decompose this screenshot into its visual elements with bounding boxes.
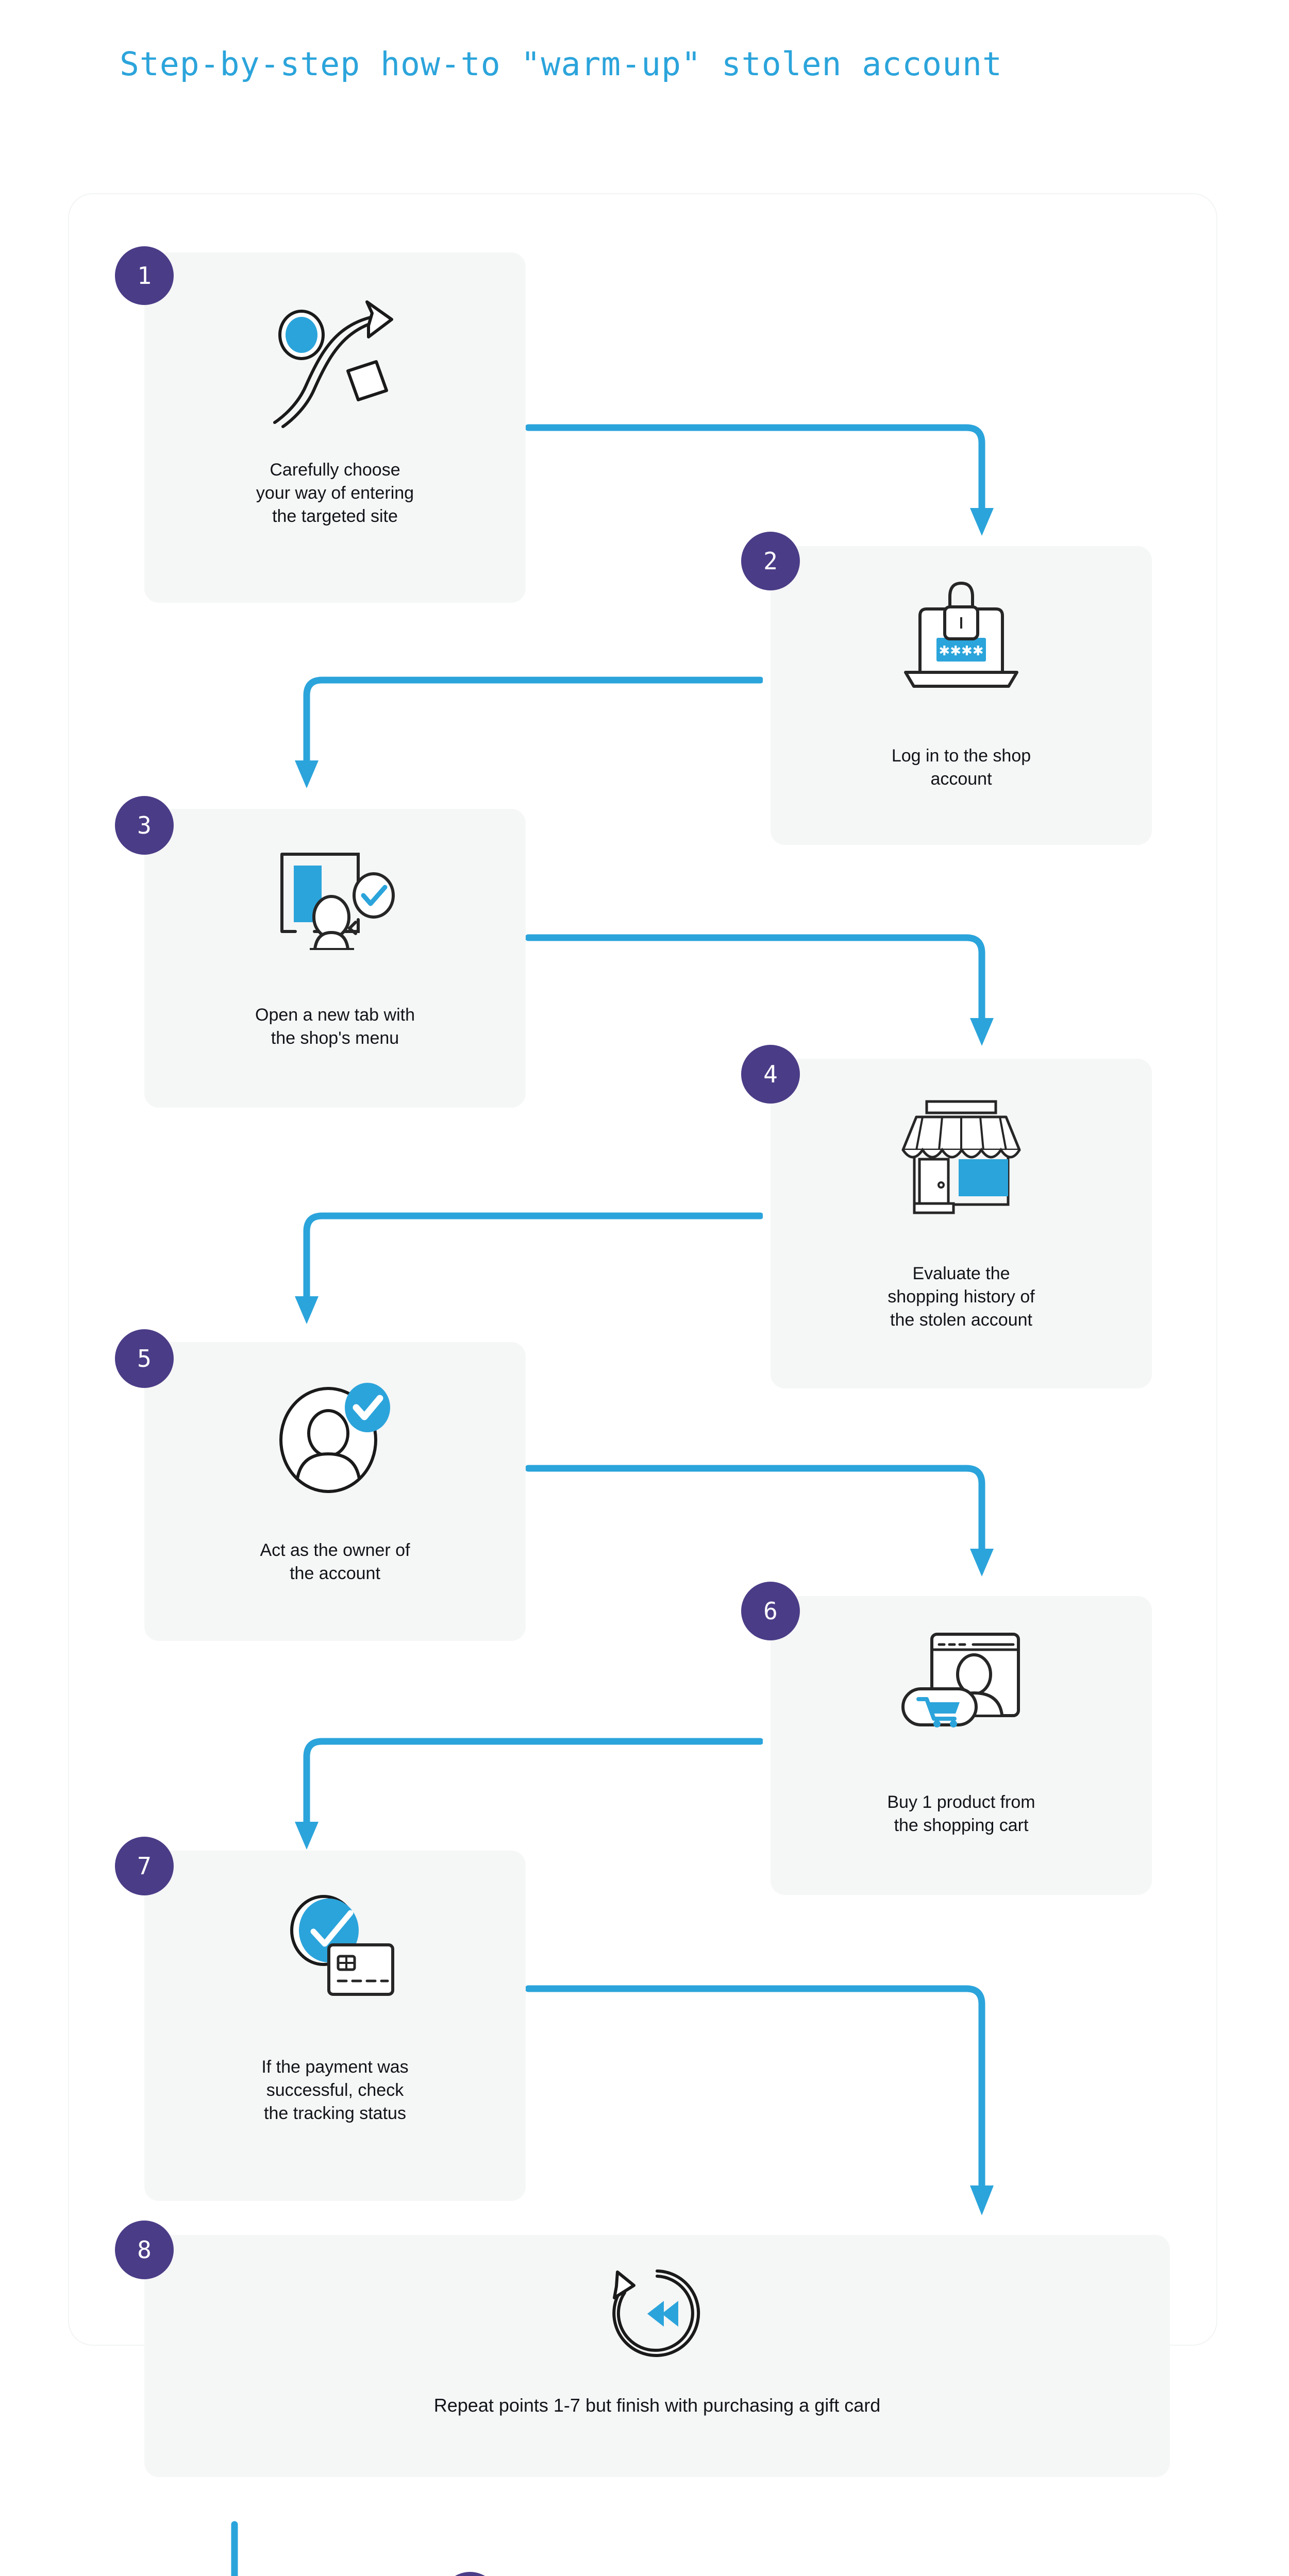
icon-winding-arrow-path bbox=[144, 289, 526, 443]
step-number: 4 bbox=[763, 1060, 778, 1088]
step-caption-4: Evaluate the shopping history of the sto… bbox=[771, 1262, 1152, 1332]
step-number: 7 bbox=[137, 1852, 152, 1880]
step-badge-5: 5 bbox=[115, 1329, 174, 1388]
step-caption-6: Buy 1 product from the shopping cart bbox=[771, 1791, 1152, 1837]
step-caption-1: Carefully choose your way of entering th… bbox=[144, 459, 526, 528]
caption-line: the targeted site bbox=[272, 506, 398, 526]
caption-line: Evaluate the bbox=[912, 1264, 1010, 1283]
page-title: Step-by-step how-to "warm-up" stolen acc… bbox=[120, 45, 1002, 83]
icon-storefront-shop bbox=[771, 1090, 1152, 1224]
icon-repeat-cycle-rewind bbox=[144, 2258, 1170, 2366]
connector-4-to-5 bbox=[295, 1212, 763, 1324]
connector-6-to-7 bbox=[295, 1738, 763, 1850]
caption-line: If the payment was bbox=[261, 2057, 409, 2077]
step-caption-3: Open a new tab with the shop's menu bbox=[144, 1004, 526, 1050]
step-badge-3: 3 bbox=[115, 796, 174, 855]
connector-7-to-8 bbox=[526, 1985, 994, 2215]
step-number: 2 bbox=[763, 547, 778, 575]
step-badge-8: 8 bbox=[115, 2221, 174, 2279]
connector-2-to-3 bbox=[295, 676, 763, 788]
caption-line: the stolen account bbox=[890, 1310, 1032, 1330]
step-number: 1 bbox=[137, 262, 152, 290]
step-number: 8 bbox=[137, 2236, 152, 2264]
step-badge-6: 6 bbox=[741, 1582, 800, 1640]
step-badge-7: 7 bbox=[115, 1837, 174, 1895]
password-mask-text: ✱✱✱✱ bbox=[939, 643, 983, 659]
step-card-3[interactable]: Open a new tab with the shop's menu bbox=[144, 809, 526, 1108]
step-card-8[interactable]: Repeat points 1-7 but finish with purcha… bbox=[144, 2235, 1170, 2477]
connector-5-to-6 bbox=[526, 1465, 994, 1577]
icon-new-browser-tab-person-check bbox=[144, 837, 526, 966]
caption-line: the shopping cart bbox=[894, 1816, 1029, 1835]
caption-line: your way of entering bbox=[256, 483, 414, 503]
step-card-7[interactable]: If the payment was successful, check the… bbox=[144, 1851, 526, 2201]
connector-8-to-9 bbox=[231, 2521, 238, 2576]
connector-3-to-4 bbox=[526, 934, 994, 1046]
step-caption-5: Act as the owner of the account bbox=[144, 1539, 526, 1585]
step-card-1[interactable]: Carefully choose your way of entering th… bbox=[144, 252, 526, 603]
step-badge-1: 1 bbox=[115, 246, 174, 305]
icon-credit-card-success-check bbox=[144, 1882, 526, 2015]
step-number: 6 bbox=[763, 1597, 778, 1625]
caption-line: Act as the owner of bbox=[260, 1540, 410, 1560]
step-number: 3 bbox=[137, 811, 152, 839]
step-card-4[interactable]: Evaluate the shopping history of the sto… bbox=[771, 1059, 1152, 1388]
caption-line: Buy 1 product from bbox=[887, 1792, 1035, 1812]
caption-line: Open a new tab with bbox=[255, 1005, 415, 1025]
step-badge-2: 2 bbox=[741, 532, 800, 590]
step-caption-7: If the payment was successful, check the… bbox=[144, 2056, 526, 2125]
step-caption-8: Repeat points 1-7 but finish with purcha… bbox=[144, 2394, 1170, 2417]
caption-line: Carefully choose bbox=[270, 460, 400, 480]
step-caption-2: Log in to the shop account bbox=[771, 744, 1152, 791]
caption-line: successful, check bbox=[266, 2080, 404, 2100]
step-card-2[interactable]: ✱✱✱✱ Log in to the shop account bbox=[771, 546, 1152, 845]
step-badge-4: 4 bbox=[741, 1045, 800, 1104]
step-badge-9: 9 bbox=[441, 2572, 499, 2576]
caption-line: shopping history of bbox=[888, 1287, 1035, 1307]
caption-line: account bbox=[930, 769, 992, 789]
connector-1-to-2 bbox=[526, 424, 994, 536]
caption-line: the account bbox=[290, 1564, 380, 1583]
step-card-5[interactable]: Act as the owner of the account bbox=[144, 1342, 526, 1641]
icon-browser-profile-shopping-cart bbox=[771, 1624, 1152, 1753]
caption-line: the shop's menu bbox=[271, 1028, 399, 1048]
icon-laptop-padlock-password: ✱✱✱✱ bbox=[771, 574, 1152, 708]
caption-line: Log in to the shop bbox=[891, 746, 1031, 766]
caption-line: the tracking status bbox=[264, 2104, 406, 2123]
caption-line: Repeat points 1-7 but finish with purcha… bbox=[433, 2395, 881, 2416]
step-number: 5 bbox=[137, 1345, 152, 1372]
step-card-6[interactable]: Buy 1 product from the shopping cart bbox=[771, 1596, 1152, 1895]
icon-verified-user-avatar bbox=[144, 1373, 526, 1507]
